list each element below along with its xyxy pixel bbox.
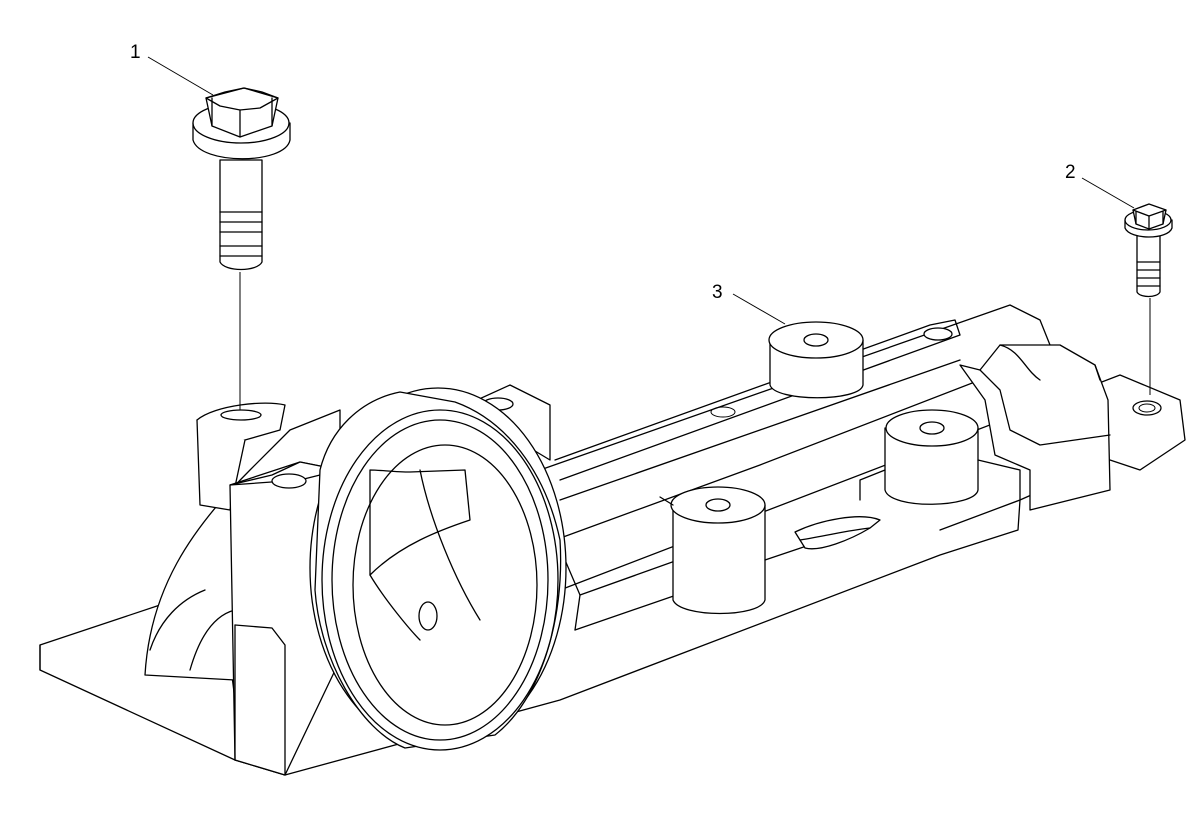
callout-label-3: 3 (712, 282, 723, 303)
right-mount-hole (1132, 400, 1162, 416)
housing-part-3 (39, 304, 1186, 776)
bolt-1 (192, 87, 291, 410)
callout-3: 3 (712, 282, 786, 325)
outlet-ring (309, 387, 567, 751)
callout-1: 1 (130, 42, 214, 96)
callout-label-2: 2 (1065, 162, 1076, 183)
callout-label-1: 1 (130, 42, 141, 63)
middle-right-boss (884, 427, 979, 505)
front-middle-boss (672, 504, 766, 615)
bolt-2 (1124, 203, 1173, 395)
callout-2: 2 (1065, 162, 1135, 209)
